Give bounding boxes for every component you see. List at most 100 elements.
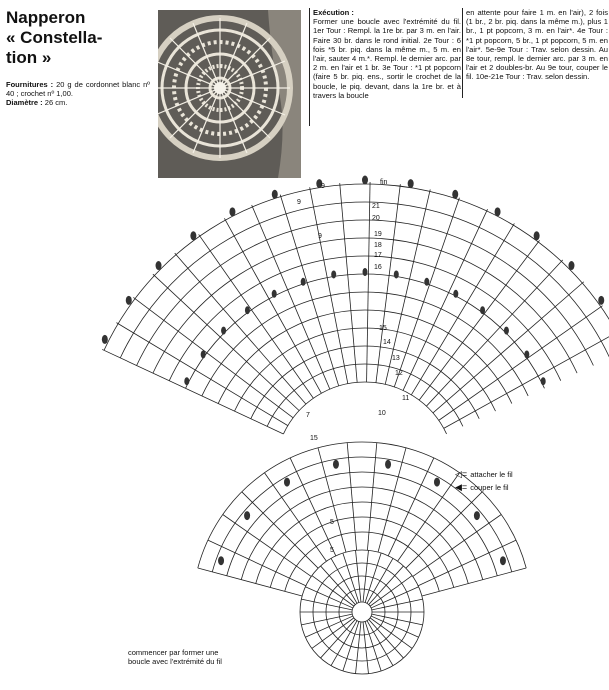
outer-spoke bbox=[198, 234, 314, 399]
instructions-text-2: en attente pour faire 1 m. en l'air), 2 … bbox=[466, 8, 608, 82]
popcorn-mark bbox=[300, 277, 306, 286]
popcorn-mark bbox=[362, 268, 368, 276]
fan-spoke bbox=[387, 457, 435, 556]
centre-round bbox=[351, 601, 373, 623]
fan-spoke bbox=[346, 442, 357, 551]
outer-spoke bbox=[279, 194, 340, 387]
popcorn-mark bbox=[503, 326, 509, 335]
outer-spoke bbox=[375, 184, 401, 383]
centre-spoke bbox=[370, 586, 419, 609]
instructions-column-1: Exécution : Former une boucle avec l'ext… bbox=[309, 8, 461, 126]
centre-spoke bbox=[320, 565, 356, 605]
fan-spoke bbox=[289, 457, 337, 556]
label-r11: 11 bbox=[402, 395, 409, 402]
diameter-text: 26 cm. bbox=[44, 98, 68, 107]
fan-spoke bbox=[377, 447, 407, 553]
start-instruction-note: commencer par former une boucle avec l'e… bbox=[128, 648, 222, 666]
outer-spoke bbox=[393, 197, 460, 388]
fan-spoke bbox=[397, 472, 460, 562]
outer-arc bbox=[136, 219, 594, 366]
outer-spoke bbox=[116, 322, 289, 426]
fan-spoke bbox=[418, 539, 517, 587]
centre-spoke bbox=[342, 552, 360, 603]
picot-mark bbox=[190, 231, 197, 241]
label-r14: 14 bbox=[383, 339, 391, 346]
outer-arc bbox=[168, 255, 562, 381]
outer-spoke bbox=[251, 204, 331, 390]
fan-arc bbox=[226, 471, 498, 576]
outer-arc bbox=[119, 201, 609, 359]
picot-mark bbox=[362, 175, 368, 185]
popcorn-mark bbox=[244, 511, 251, 521]
fan-spoke bbox=[412, 514, 502, 577]
centre-spoke bbox=[330, 620, 358, 666]
centre-spoke bbox=[371, 613, 423, 626]
outer-spoke bbox=[339, 183, 358, 383]
centre-spoke bbox=[370, 615, 419, 638]
legend-attach: ◁= attacher le fil bbox=[455, 469, 513, 480]
centre-spoke bbox=[362, 621, 369, 674]
outer-spoke bbox=[174, 252, 307, 405]
crochet-chart: fin 9 9 9 15 7 5 5 21 20 19 18 17 16 15 … bbox=[101, 175, 609, 675]
outer-spoke bbox=[366, 182, 371, 383]
centre-spoke bbox=[301, 613, 353, 626]
pattern-title: Napperon « Constella- tion » bbox=[6, 8, 146, 68]
chart-stitch-marks bbox=[101, 175, 605, 566]
supplies-label: Fournitures : bbox=[6, 80, 54, 89]
popcorn-mark bbox=[332, 459, 339, 469]
legend-cut: ◀= couper le fil bbox=[455, 482, 509, 493]
popcorn-mark bbox=[480, 306, 486, 315]
centre-spoke bbox=[311, 617, 355, 649]
centre-spoke bbox=[369, 575, 413, 607]
label-round-15: 15 bbox=[310, 435, 318, 442]
popcorn-mark bbox=[244, 306, 250, 315]
label-r20: 20 bbox=[372, 215, 380, 222]
label-r16: 16 bbox=[374, 264, 382, 271]
fan-spoke bbox=[222, 514, 312, 577]
centre-spoke bbox=[364, 621, 382, 672]
outer-spoke bbox=[411, 223, 515, 396]
popcorn-mark bbox=[284, 477, 290, 487]
centre-spoke bbox=[364, 552, 382, 603]
supplies-text: 20 g de cordonnet blanc nº 40 ; crochet … bbox=[6, 80, 150, 98]
popcorn-mark bbox=[524, 350, 530, 359]
popcorn-mark bbox=[221, 326, 227, 335]
title-line-2: « Constella- bbox=[6, 28, 103, 47]
centre-spoke bbox=[311, 575, 355, 607]
popcorn-mark bbox=[499, 556, 506, 566]
label-r10: 10 bbox=[378, 410, 386, 417]
fan-spoke bbox=[367, 442, 378, 551]
outer-spoke bbox=[152, 273, 300, 411]
outer-spoke bbox=[438, 305, 603, 421]
centre-spoke bbox=[371, 598, 423, 611]
outer-arc bbox=[152, 237, 578, 374]
centre-spoke bbox=[362, 550, 369, 603]
picot-mark bbox=[101, 334, 108, 344]
fan-spoke bbox=[264, 472, 327, 562]
centre-spoke bbox=[366, 558, 394, 604]
popcorn-mark bbox=[331, 270, 337, 279]
attach-symbol: ◁= bbox=[455, 469, 468, 479]
picot-mark bbox=[407, 179, 414, 189]
centre-spoke bbox=[342, 621, 360, 672]
cut-symbol: ◀= bbox=[455, 482, 468, 492]
popcorn-mark bbox=[540, 377, 546, 386]
outer-arc bbox=[217, 309, 513, 404]
label-end: fin bbox=[380, 179, 388, 186]
outer-spoke bbox=[133, 297, 294, 419]
popcorn-mark bbox=[393, 270, 399, 279]
centre-spoke bbox=[355, 621, 362, 674]
picot-mark bbox=[452, 189, 459, 199]
fan-arc bbox=[211, 456, 513, 572]
popcorn-mark bbox=[424, 277, 430, 286]
outer-arc bbox=[283, 381, 447, 435]
outer-arc bbox=[234, 327, 496, 412]
fan-spoke bbox=[207, 539, 306, 587]
centre-spoke bbox=[330, 558, 358, 604]
popcorn-mark bbox=[385, 459, 392, 469]
label-round-5b: 5 bbox=[330, 547, 334, 554]
picot-mark bbox=[229, 207, 236, 217]
label-r12: 12 bbox=[395, 370, 403, 377]
outer-arc bbox=[185, 273, 545, 389]
popcorn-mark bbox=[434, 477, 440, 487]
